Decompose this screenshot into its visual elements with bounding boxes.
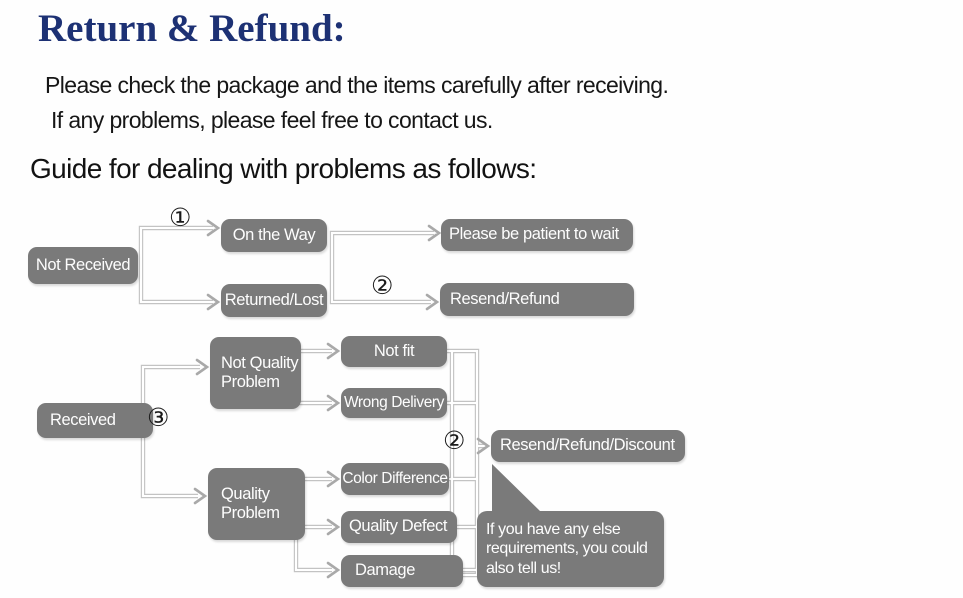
page-title: Return & Refund: xyxy=(38,7,346,50)
step-marker-2-top: ② xyxy=(371,271,394,300)
node-not-quality-problem: Not Quality Problem xyxy=(210,337,301,409)
intro-line-1: Please check the package and the items c… xyxy=(45,72,669,98)
intro-line-2: If any problems, please feel free to con… xyxy=(51,107,493,133)
node-wrong-delivery: Wrong Delivery xyxy=(341,388,447,418)
node-resend-refund-discount: Resend/Refund/Discount xyxy=(491,430,685,462)
step-marker-3: ③ xyxy=(147,403,170,432)
node-not-fit: Not fit xyxy=(341,336,447,367)
node-not-received: Not Received xyxy=(28,247,138,284)
node-on-the-way: On the Way xyxy=(221,219,327,252)
step-marker-2-bottom: ② xyxy=(443,426,466,455)
node-received: Received xyxy=(37,403,153,438)
speech-bubble-tail xyxy=(492,464,541,512)
step-marker-1: ① xyxy=(169,203,192,232)
node-returned-lost: Returned/Lost xyxy=(221,284,327,317)
node-color-difference: Color Difference xyxy=(341,463,449,495)
speech-bubble: If you have any else requirements, you c… xyxy=(477,511,664,587)
speech-bubble-line-2: requirements, you could xyxy=(486,540,648,558)
node-quality-defect: Quality Defect xyxy=(341,511,457,543)
speech-bubble-line-1: If you have any else xyxy=(486,521,621,539)
speech-bubble-line-3: also tell us! xyxy=(486,559,561,577)
arrowhead-chevrons xyxy=(193,219,491,579)
node-quality-problem: Quality Problem xyxy=(208,468,305,540)
node-damage: Damage xyxy=(341,555,463,587)
guide-heading: Guide for dealing with problems as follo… xyxy=(30,153,537,184)
node-please-be-patient: Please be patient to wait xyxy=(441,219,633,251)
node-resend-refund: Resend/Refund xyxy=(440,283,634,316)
